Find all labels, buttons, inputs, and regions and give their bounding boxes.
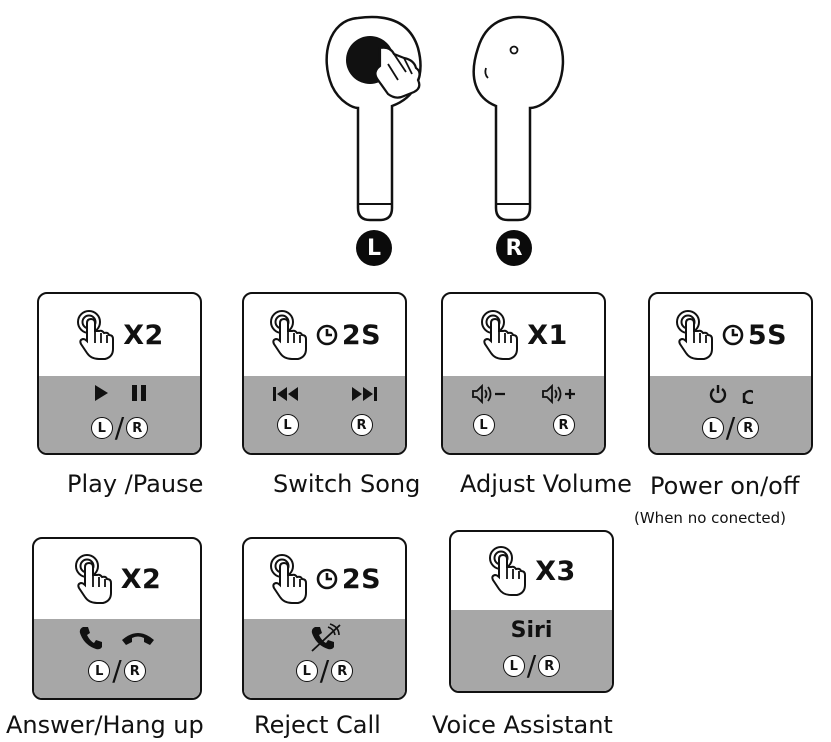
left-circle: L bbox=[701, 417, 724, 439]
label-reject-call: Reject Call bbox=[254, 711, 381, 739]
tap-icon bbox=[675, 310, 713, 360]
label-voice-assistant: Voice Assistant bbox=[432, 711, 613, 739]
gesture-duration: 2S bbox=[341, 563, 382, 595]
left-circle: L bbox=[276, 414, 299, 436]
volume-up-icon bbox=[541, 384, 575, 404]
next-track-icon bbox=[351, 387, 377, 401]
play-icon bbox=[94, 385, 108, 401]
tap-icon bbox=[269, 554, 307, 604]
right-circle: R bbox=[350, 414, 373, 436]
gesture-text: X1 bbox=[527, 319, 568, 351]
label-answer-hang: Answer/Hang up bbox=[6, 711, 204, 739]
volume-down-icon bbox=[471, 384, 505, 404]
right-circle: R bbox=[737, 417, 760, 439]
label-play-pause: Play /Pause bbox=[67, 470, 204, 498]
clock-icon bbox=[316, 568, 338, 590]
left-circle: L bbox=[90, 417, 113, 439]
clock-icon bbox=[722, 324, 744, 346]
right-circle: R bbox=[552, 414, 575, 436]
right-circle: R bbox=[331, 660, 354, 682]
right-circle: R bbox=[123, 660, 146, 682]
gesture-text: 2S bbox=[316, 320, 381, 351]
left-circle: L bbox=[502, 655, 525, 677]
power-on-icon bbox=[709, 385, 726, 403]
gesture-text: X2 bbox=[123, 319, 164, 351]
left-badge: L bbox=[356, 230, 392, 266]
left-earbud-illustration bbox=[325, 15, 422, 222]
siri-text: Siri bbox=[510, 618, 553, 643]
tap-icon bbox=[481, 310, 519, 360]
label-adjust-volume: Adjust Volume bbox=[460, 470, 632, 498]
left-circle: L bbox=[88, 660, 111, 682]
separator: / bbox=[319, 654, 330, 687]
power-off-icon bbox=[742, 389, 753, 404]
left-circle: L bbox=[295, 660, 318, 682]
right-circle: R bbox=[538, 655, 561, 677]
phone-hangup-icon bbox=[122, 633, 154, 645]
card-reject-call: 2S L / R bbox=[242, 537, 407, 700]
card-power: 5S L / R bbox=[648, 292, 813, 455]
tap-icon bbox=[74, 554, 112, 604]
right-earbud-illustration bbox=[472, 15, 565, 222]
gesture-text: X3 bbox=[535, 555, 576, 587]
gesture-duration: 5S bbox=[747, 319, 788, 351]
previous-track-icon bbox=[272, 387, 298, 401]
left-circle: L bbox=[472, 414, 495, 436]
pause-icon bbox=[131, 385, 146, 401]
tap-icon bbox=[269, 310, 307, 360]
card-voice-assistant: X3 Siri L / R bbox=[449, 530, 614, 693]
right-badge: R bbox=[496, 230, 532, 266]
gesture-text: X2 bbox=[120, 563, 162, 595]
label-power: Power on/off bbox=[650, 472, 800, 500]
tap-icon bbox=[489, 546, 527, 596]
tap-icon bbox=[77, 310, 115, 360]
reject-call-icon bbox=[310, 623, 341, 652]
label-switch-song: Switch Song bbox=[273, 470, 421, 498]
phone-answer-icon bbox=[79, 627, 102, 650]
right-circle: R bbox=[126, 417, 149, 439]
separator: / bbox=[112, 654, 122, 687]
gesture-text: 5S bbox=[722, 320, 787, 351]
separator: / bbox=[114, 411, 125, 444]
separator: / bbox=[526, 649, 537, 682]
gesture-text: 2S bbox=[316, 564, 381, 595]
separator: / bbox=[725, 411, 736, 444]
card-play-pause: X2 L / R bbox=[37, 292, 202, 455]
card-answer-hang: X2 L / R bbox=[32, 537, 202, 700]
card-adjust-volume: X1 L R bbox=[441, 292, 606, 455]
gesture-duration: 2S bbox=[341, 319, 382, 351]
card-switch-song: 2S L R bbox=[242, 292, 407, 455]
clock-icon bbox=[316, 324, 338, 346]
sublabel-power: (When no conected) bbox=[634, 509, 787, 527]
